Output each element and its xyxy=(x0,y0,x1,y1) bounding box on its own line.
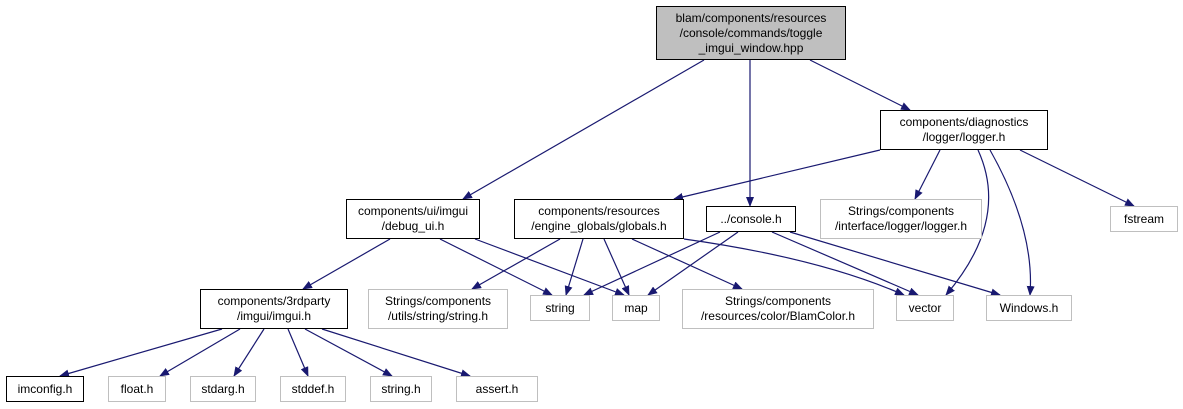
edge-console-to-string xyxy=(583,231,721,296)
edge-console-to-windows xyxy=(789,231,1001,297)
edge-console-to-vector xyxy=(771,231,919,296)
node-label-line: fstream xyxy=(1123,211,1164,226)
edge-debug_ui-to-map xyxy=(474,238,625,296)
node-blamcolor: Strings/components/resources/color/BlamC… xyxy=(682,289,874,329)
node-label-line: Windows.h xyxy=(999,300,1059,315)
node-fstream: fstream xyxy=(1110,206,1178,232)
edge-logger-to-windows xyxy=(989,149,1035,296)
node-vector: vector xyxy=(896,295,954,321)
node-label-line: /resources/color/BlamColor.h xyxy=(700,309,856,323)
node-globals[interactable]: components/resources/engine_globals/glob… xyxy=(514,199,684,239)
node-label-line: _imgui_window.hpp xyxy=(698,40,804,55)
node-label-line: ../console.h xyxy=(720,211,782,226)
node-label-line: /debug_ui.h xyxy=(381,219,445,233)
node-string: string xyxy=(530,295,590,321)
edge-console-to-map xyxy=(647,231,739,296)
node-imconfig[interactable]: imconfig.h xyxy=(6,376,84,402)
node-label-line: string xyxy=(545,300,575,315)
node-stdarg: stdarg.h xyxy=(190,376,256,402)
edge-logger-to-vector xyxy=(945,149,990,296)
edge-imgui-to-stddef xyxy=(287,328,309,377)
node-label-line: Strings/components xyxy=(847,204,955,218)
node-float: float.h xyxy=(108,376,166,402)
node-label-line: float.h xyxy=(120,381,154,396)
node-label-line: /logger/logger.h xyxy=(922,130,1006,144)
edge-imgui-to-stdarg xyxy=(233,328,265,377)
node-label-line: stddef.h xyxy=(291,381,335,396)
node-windows: Windows.h xyxy=(986,295,1072,321)
node-assert: assert.h xyxy=(456,376,538,402)
node-label-line: /console/commands/toggle xyxy=(679,25,823,40)
node-label-line: stdarg.h xyxy=(201,381,245,396)
edge-root-to-debug_ui xyxy=(462,59,705,200)
node-label-line: assert.h xyxy=(475,381,519,396)
node-console[interactable]: ../console.h xyxy=(706,206,796,232)
node-label-line: map xyxy=(624,300,648,315)
node-label-line: components/ui/imgui xyxy=(357,204,469,218)
node-label-line: Strings/components xyxy=(384,294,492,308)
edge-logger-to-globals xyxy=(673,149,881,201)
node-logger[interactable]: components/diagnostics/logger/logger.h xyxy=(880,110,1048,150)
edge-imgui-to-string_h xyxy=(304,328,393,377)
node-label-line: /utils/string/string.h xyxy=(387,309,489,323)
edge-root-to-logger xyxy=(809,59,911,111)
edge-globals-to-blamcolor xyxy=(631,238,743,290)
node-imgui[interactable]: components/3rdparty/imgui/imgui.h xyxy=(200,289,348,329)
edge-globals-to-str_string xyxy=(471,238,561,290)
node-debug-ui[interactable]: components/ui/imgui/debug_ui.h xyxy=(346,199,480,239)
edge-logger-to-fstream xyxy=(1019,149,1135,207)
edge-debug_ui-to-imgui xyxy=(302,238,391,290)
node-label-line: /interface/logger/logger.h xyxy=(834,219,968,233)
node-label-line: string.h xyxy=(381,381,421,396)
node-label-line: blam/components/resources xyxy=(675,10,827,25)
node-label-line: Strings/components xyxy=(724,294,832,308)
node-label-line: /imgui/imgui.h xyxy=(236,309,312,323)
node-stddef: stddef.h xyxy=(280,376,346,402)
node-root[interactable]: blam/components/resources/console/comman… xyxy=(656,6,846,60)
edge-imgui-to-imconfig xyxy=(59,328,223,378)
edge-debug_ui-to-string xyxy=(439,238,553,296)
edge-logger-to-str_logger xyxy=(914,149,941,200)
edge-globals-to-string xyxy=(564,238,584,296)
node-str-string: Strings/components/utils/string/string.h xyxy=(368,289,508,329)
node-label-line: components/3rdparty xyxy=(217,294,331,308)
node-map: map xyxy=(612,295,660,321)
edge-imgui-to-float xyxy=(159,328,241,377)
node-str-logger: Strings/components/interface/logger/logg… xyxy=(820,199,982,239)
node-label-line: /engine_globals/globals.h xyxy=(531,219,667,233)
edge-globals-to-map xyxy=(603,238,630,296)
node-label-line: components/resources xyxy=(538,204,660,218)
edge-imgui-to-assert xyxy=(321,328,471,378)
node-label-line: vector xyxy=(908,300,942,315)
edge-globals-to-vector xyxy=(683,238,905,296)
node-label-line: components/diagnostics xyxy=(899,115,1029,129)
node-label-line: imconfig.h xyxy=(17,381,73,396)
node-string-h: string.h xyxy=(370,376,432,402)
